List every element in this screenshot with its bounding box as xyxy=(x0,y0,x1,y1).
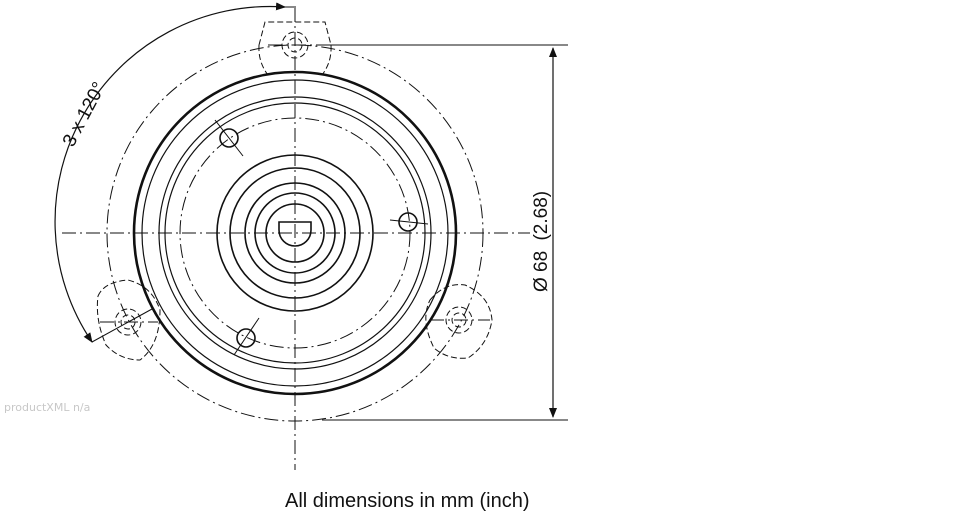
diameter-value: Ø 68 xyxy=(531,251,552,292)
caption: All dimensions in mm (inch) xyxy=(285,490,530,512)
watermark: productXML n/a xyxy=(4,401,91,414)
mounting-lug-bottom-right xyxy=(425,284,493,359)
angle-label: 3 x 120° xyxy=(59,79,110,151)
diameter-inch-value: (2.68) xyxy=(531,191,552,241)
diameter-dimension: Ø 68 (2.68) xyxy=(320,44,568,421)
center-lines xyxy=(62,8,530,470)
bolt-circle xyxy=(106,44,484,422)
svg-text:Ø 68 (2.68): Ø 68 (2.68) xyxy=(531,191,552,292)
small-holes xyxy=(214,119,429,356)
